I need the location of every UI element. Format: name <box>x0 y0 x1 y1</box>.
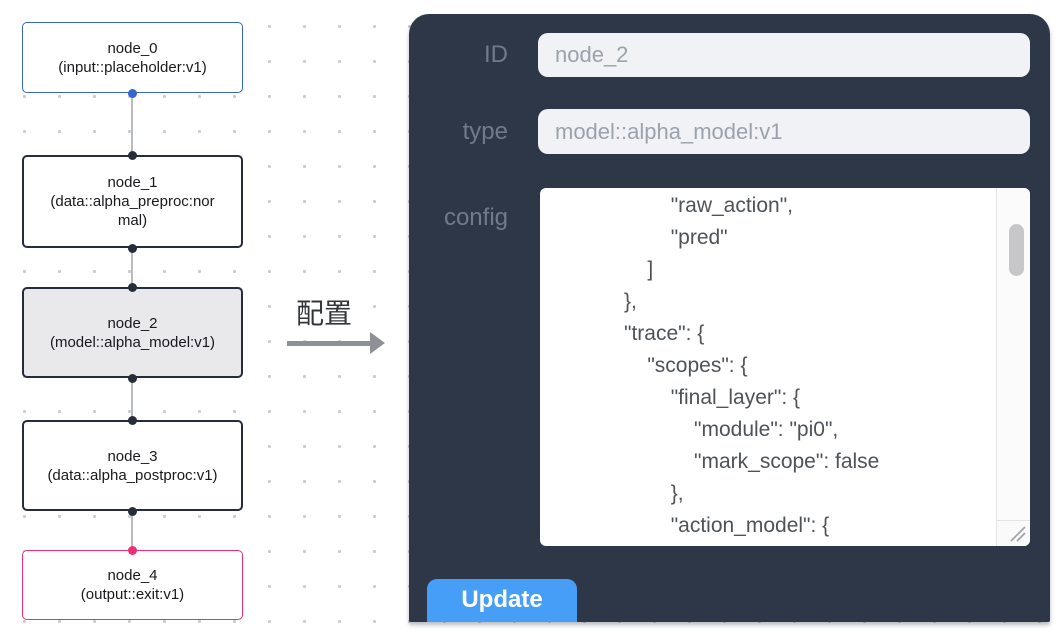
config-field-label: config <box>443 204 508 231</box>
node-title: node_1 <box>107 174 158 191</box>
port-node1-bottom[interactable] <box>128 244 137 253</box>
port-node3-bottom[interactable] <box>128 507 137 516</box>
edge-node2-node3 <box>131 378 133 420</box>
type-input[interactable] <box>538 109 1030 154</box>
type-field-label: type <box>462 118 508 145</box>
flow-node-2-selected[interactable]: node_2 (model::alpha_model:v1) <box>22 287 243 378</box>
edge-node0-node1 <box>131 93 133 155</box>
update-button[interactable]: Update <box>427 579 577 622</box>
edge-node1-node2 <box>131 248 133 287</box>
config-scrollbar-track[interactable] <box>996 188 1030 520</box>
edge-node3-node4 <box>131 511 133 550</box>
textarea-resize-handle[interactable] <box>996 520 1030 546</box>
id-input[interactable] <box>538 33 1030 77</box>
node-subtitle: (model::alpha_model:v1) <box>49 333 216 351</box>
right-arrow-line <box>287 341 373 346</box>
flow-node-4[interactable]: node_4 (output::exit:v1) <box>22 550 243 620</box>
node-title: node_2 <box>107 314 158 332</box>
port-node3-top[interactable] <box>128 416 137 425</box>
node-subtitle: (data::alpha_preproc:normal) <box>50 193 215 229</box>
port-node4-top[interactable] <box>128 546 137 555</box>
config-scrollbar-thumb[interactable] <box>1009 224 1024 276</box>
port-node1-top[interactable] <box>128 151 137 160</box>
configure-annotation-label: 配置 <box>296 298 353 329</box>
config-json-textarea[interactable]: "raw_action", "pred" ] }, "trace": { "sc… <box>540 188 1030 546</box>
resize-grip-icon <box>1010 526 1026 542</box>
node-subtitle: (output::exit:v1) <box>80 586 185 603</box>
flow-node-0[interactable]: node_0 (input::placeholder:v1) <box>22 22 243 93</box>
node-title: node_4 <box>107 567 158 584</box>
node-subtitle: (input::placeholder:v1) <box>58 58 207 76</box>
node-title: node_3 <box>107 447 158 465</box>
id-field-label: ID <box>484 41 508 68</box>
port-node0-bottom[interactable] <box>128 89 137 98</box>
config-json-text: "raw_action", "pred" ] }, "trace": { "sc… <box>624 194 880 537</box>
node-config-panel: ID type config "raw_action", "pred" ] },… <box>409 14 1050 622</box>
node-subtitle: (data::alpha_postproc:v1) <box>47 466 218 484</box>
flow-node-1[interactable]: node_1 (data::alpha_preproc:normal) <box>22 155 243 248</box>
port-node2-bottom[interactable] <box>128 374 137 383</box>
port-node2-top[interactable] <box>128 283 137 292</box>
node-title: node_0 <box>107 39 158 57</box>
flow-node-3[interactable]: node_3 (data::alpha_postproc:v1) <box>22 420 243 511</box>
right-arrow-head-icon <box>370 332 385 354</box>
